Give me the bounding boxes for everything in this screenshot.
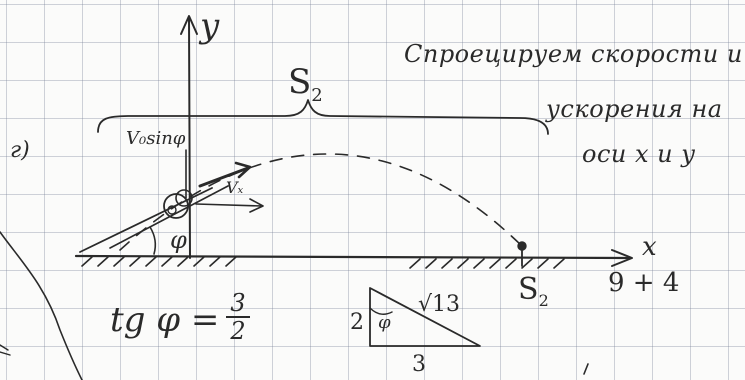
tg-formula: tg φ = (110, 300, 220, 340)
landing-point (517, 241, 527, 251)
angle-arc (149, 226, 157, 255)
s2-label-bottom: S2 (518, 272, 549, 310)
x-axis-arrow (611, 249, 633, 267)
ground-hatching (81, 256, 565, 269)
launch-line-lower (79, 187, 213, 253)
distance-brace (97, 99, 549, 135)
body-outer (163, 193, 189, 219)
body-mark (167, 205, 177, 215)
pencil-mark (583, 363, 589, 375)
note-line-2: ускорения на (546, 95, 723, 123)
fraction-bar (226, 316, 250, 318)
triangle-base: 3 (412, 352, 426, 377)
launch-line-upper (109, 185, 229, 249)
note-line-1: Спроецируем скорости и (404, 40, 743, 68)
x-axis-label: x (642, 232, 657, 262)
margin-curve (0, 231, 83, 380)
s2-bottom-letter: S (518, 272, 539, 307)
y-axis-arrow (180, 15, 198, 35)
margin-mark (0, 344, 11, 356)
triangle-phi: φ (378, 312, 391, 333)
velocity-vector (198, 166, 250, 188)
vx-vector (195, 203, 263, 207)
s2-bottom-sub: 2 (538, 291, 549, 310)
s2-top-sub: 2 (311, 84, 323, 106)
phi-angle-label: φ (170, 226, 187, 254)
body-inner (175, 189, 193, 207)
triangle-side-left: 2 (350, 310, 364, 335)
x-sum-label: 9 + 4 (608, 268, 680, 298)
triangle-angle-arc (369, 307, 393, 315)
vx-label: Vₓ (226, 178, 244, 197)
s2-top-letter: S (288, 62, 312, 102)
fraction-numerator: 3 (230, 289, 246, 317)
vx-arrow (249, 198, 264, 213)
y-axis (188, 17, 191, 259)
s2-label-top: S2 (288, 62, 323, 106)
v0-sin-label: V₀sinφ (126, 128, 186, 149)
fraction-denominator: 2 (230, 317, 246, 345)
note-line-3: оси x и y (582, 140, 696, 168)
right-triangle (369, 287, 481, 347)
x-axis (74, 254, 632, 260)
y-axis-label: y (200, 6, 220, 46)
velocity-arrow (234, 161, 252, 179)
tg-fraction: 3 2 (224, 290, 252, 344)
triangle-hypotenuse: √13 (418, 292, 461, 317)
item-letter: г) (10, 138, 30, 163)
